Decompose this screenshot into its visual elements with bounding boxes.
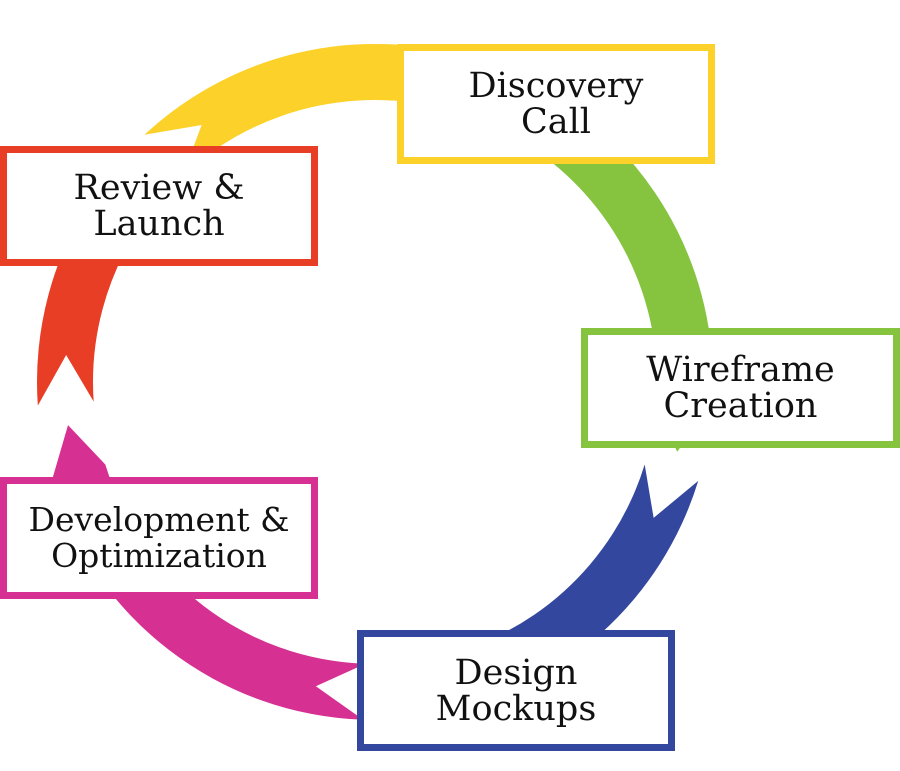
step-wireframe-creation: Wireframe Creation bbox=[581, 328, 900, 448]
step-review-launch: Review & Launch bbox=[0, 146, 318, 266]
step-label-line: Development & bbox=[28, 500, 290, 539]
step-label-line: Mockups bbox=[435, 688, 597, 729]
step-label-line: Discovery bbox=[468, 66, 644, 106]
step-label-line: Design bbox=[454, 652, 578, 693]
step-discovery-call: Discovery Call bbox=[397, 44, 715, 164]
step-development-optimization: Development & Optimization bbox=[0, 477, 318, 599]
step-label-line: Launch bbox=[93, 204, 225, 244]
step-label-line: Wireframe bbox=[646, 350, 835, 390]
step-label-line: Review & bbox=[73, 168, 245, 208]
step-label-line: Creation bbox=[663, 386, 818, 426]
step-label-line: Optimization bbox=[51, 536, 267, 575]
step-label-line: Call bbox=[520, 102, 592, 142]
step-design-mockups: Design Mockups bbox=[357, 630, 675, 751]
